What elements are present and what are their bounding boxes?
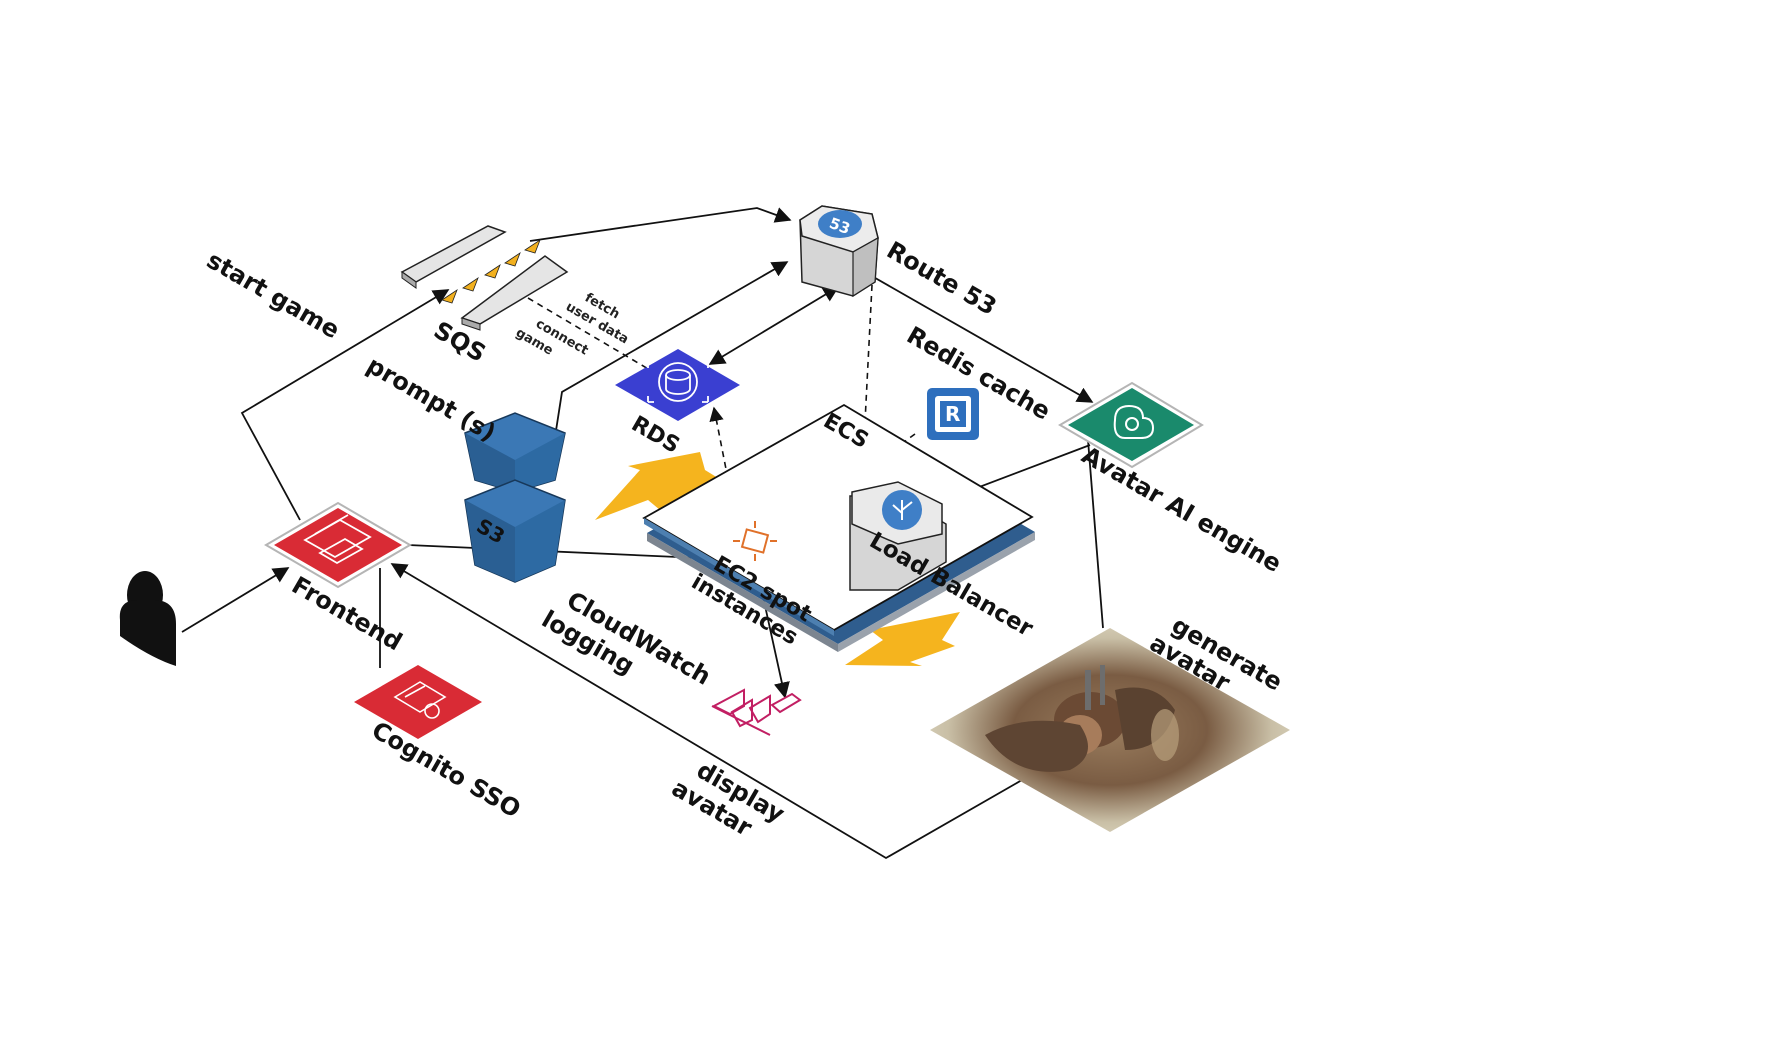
orange-flow-arrows bbox=[595, 452, 960, 666]
edge-sqs-route53 bbox=[529, 207, 792, 242]
edge-route53-ai bbox=[869, 274, 1094, 403]
frontend-icon[interactable] bbox=[264, 501, 412, 589]
user-icon bbox=[119, 571, 176, 666]
cloudwatch-icon[interactable] bbox=[711, 688, 802, 736]
edge-display-avatar bbox=[390, 563, 1023, 860]
route53-label: Route 53 bbox=[882, 236, 1001, 321]
rds-icon[interactable] bbox=[615, 349, 740, 421]
edge-sqs-rds-dashed bbox=[527, 297, 651, 371]
flow-arrow-right bbox=[845, 612, 960, 666]
avatar-ai-label: Avatar AI engine bbox=[1077, 441, 1286, 578]
ecs-platform[interactable] bbox=[642, 403, 1035, 652]
redis-icon[interactable] bbox=[927, 388, 979, 440]
load-balancer-icon[interactable] bbox=[849, 481, 947, 591]
ec2-icon[interactable] bbox=[733, 521, 777, 561]
avatar-ai-icon[interactable] bbox=[1058, 381, 1204, 469]
frontend-label: Frontend bbox=[287, 571, 407, 656]
flow-arrow-left bbox=[595, 452, 718, 520]
s3-icon[interactable] bbox=[464, 412, 566, 583]
redis-badge: R bbox=[945, 402, 960, 426]
cognito-label: Cognito SSO bbox=[367, 716, 525, 824]
prompts-label: prompt (s) bbox=[362, 351, 500, 447]
edge-ai-avatar bbox=[1087, 439, 1104, 629]
cognito-icon[interactable] bbox=[354, 665, 482, 739]
avatar-image bbox=[930, 628, 1290, 832]
edge-route53-rds bbox=[708, 286, 840, 365]
sqs-icon[interactable] bbox=[400, 225, 569, 331]
edge-user-frontend bbox=[181, 567, 290, 633]
edge-start-game bbox=[240, 289, 450, 521]
route53-icon[interactable] bbox=[799, 205, 879, 298]
start-game-label: start game bbox=[202, 246, 344, 344]
